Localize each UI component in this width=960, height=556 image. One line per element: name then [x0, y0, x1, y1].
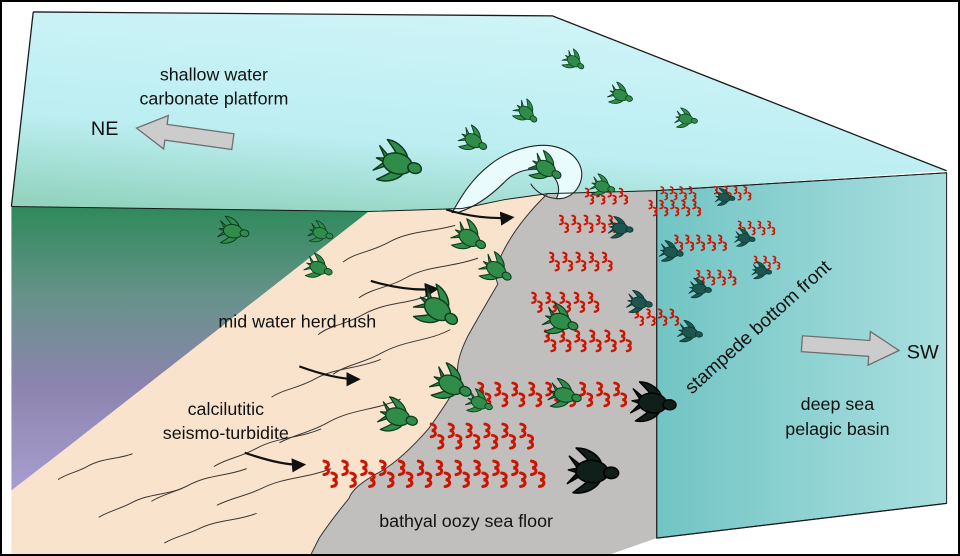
edge-line — [656, 172, 947, 192]
sw-direction-arrow — [800, 330, 901, 367]
edge-line — [656, 502, 947, 539]
sea-floor-face — [311, 190, 657, 554]
flow-line — [57, 453, 133, 480]
water-column-front-face — [11, 206, 369, 491]
sw-arrow-shape — [800, 330, 901, 367]
wave-curl-detail — [530, 183, 557, 200]
flow-line — [98, 488, 183, 518]
label-sw: SW — [907, 341, 939, 363]
label-platform-line2: carbonate platform — [139, 88, 288, 108]
ne-arrow-shape — [135, 114, 235, 151]
flow-line — [151, 468, 247, 502]
flow-line — [271, 358, 381, 398]
label-herd-rush: mid water herd rush — [218, 312, 376, 332]
flow-direction-arrows — [244, 208, 515, 473]
water-surface-face — [11, 11, 947, 212]
flow-line — [164, 512, 257, 544]
flow-line — [317, 294, 431, 335]
flow-lines — [57, 224, 479, 544]
flow-line — [332, 329, 451, 375]
label-turbidite-line2: seismo-turbidite — [163, 423, 289, 443]
label-basin-line2: pelagic basin — [785, 419, 889, 439]
label-basin-line1: deep sea — [801, 394, 875, 414]
flow-arrow — [445, 208, 515, 226]
label-turbidite-line1: calcilutitic — [188, 399, 264, 419]
flow-line — [342, 224, 456, 263]
ne-direction-arrow — [135, 114, 235, 151]
label-ne: NE — [91, 118, 119, 140]
turbidite-slope-face — [11, 193, 548, 554]
flow-line — [216, 468, 332, 506]
flow-line — [358, 257, 479, 299]
flow-arrow — [370, 279, 440, 298]
edge-line — [33, 11, 947, 172]
edge-line — [11, 193, 548, 212]
label-sea-floor: bathyal oozy sea floor — [379, 511, 553, 531]
label-platform-line1: shallow water — [160, 64, 268, 84]
flow-arrow — [298, 365, 361, 387]
deep-sea-face — [656, 172, 948, 539]
flow-arrow — [244, 451, 307, 473]
flow-line — [213, 428, 322, 468]
edge-line — [10, 11, 34, 207]
